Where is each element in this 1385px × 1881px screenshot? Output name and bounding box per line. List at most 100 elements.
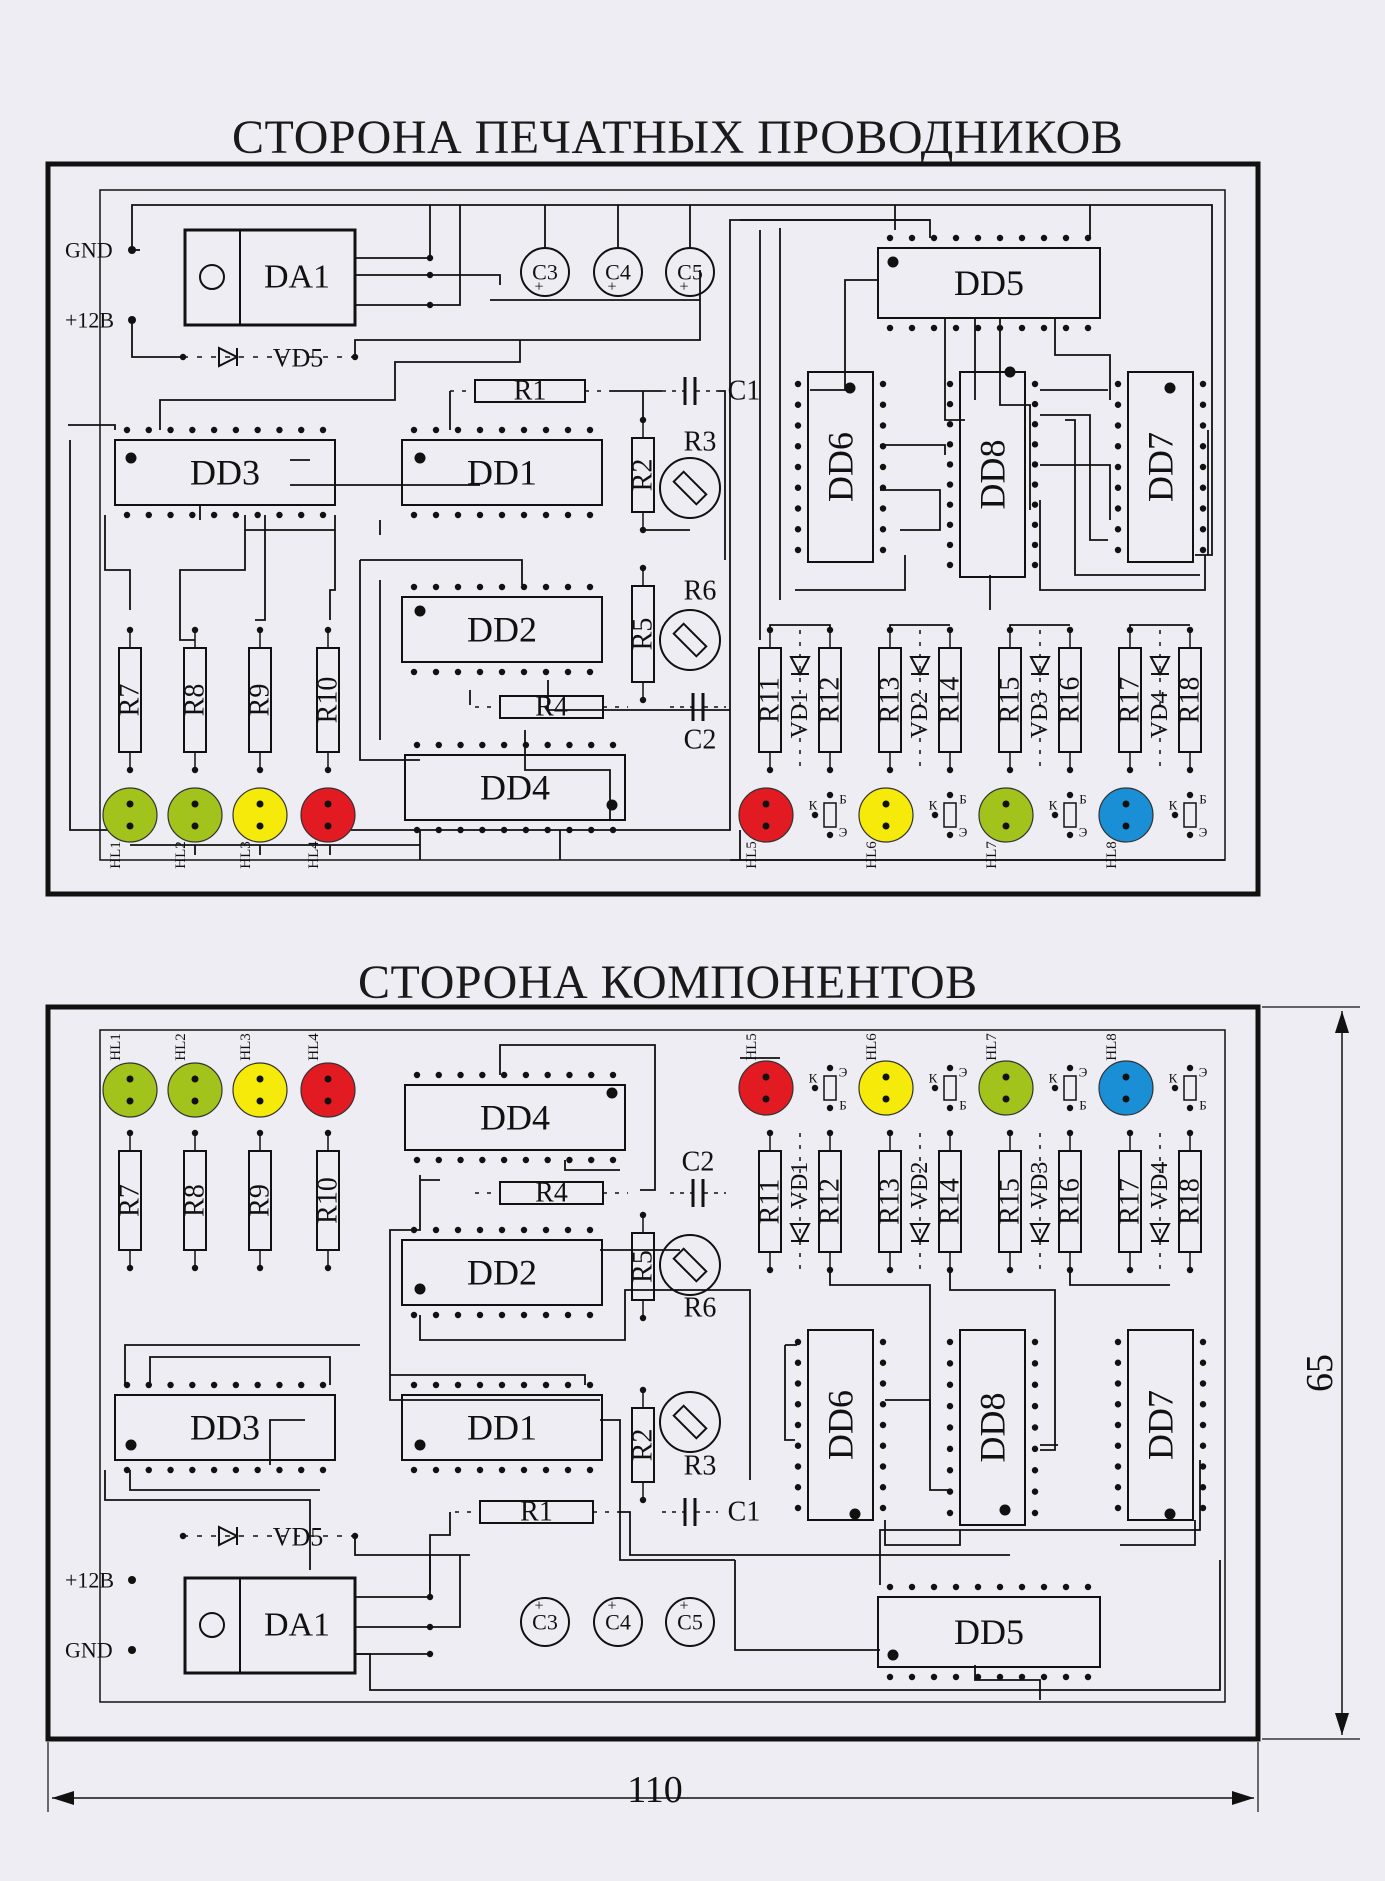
hl2-bottom: HL2 [167, 1033, 223, 1118]
r5-top: R5 [628, 564, 659, 704]
c5-top-plus: + [679, 279, 688, 296]
led-group-4-bottom-pin-k: К [1169, 1071, 1178, 1086]
hl1-top-label: HL1 [108, 841, 124, 869]
vd5-top-label: VD5 [273, 344, 324, 373]
c2-top: C2 [670, 693, 726, 756]
led-group-2-top-res-b: R14 [935, 626, 966, 774]
led-group-2-bottom-res-b: R14 [935, 1129, 966, 1274]
hl4-top-label: HL4 [306, 841, 322, 869]
led-group-3-top-res-a-label: R15 [995, 677, 1026, 724]
r3-bottom-label: R3 [684, 1451, 717, 1482]
led-group-1-bottom-res-a-label: R11 [755, 1179, 786, 1225]
led-group-2-top-res-b-label: R14 [935, 677, 966, 724]
led-group-4-top-led: HL8 [1098, 787, 1154, 869]
led-group-4-top-pin-b: Б [1199, 792, 1206, 807]
vd5-bottom-label: VD5 [273, 1523, 324, 1552]
r7-top-label: R7 [115, 684, 146, 717]
dd1-bottom-label: DD1 [467, 1408, 537, 1448]
led-group-1-bottom-pin-b: Б [839, 1098, 846, 1113]
top-view: GND+12В [65, 204, 1225, 861]
led-group-3-bottom-led-label: HL7 [984, 1033, 1000, 1061]
dd6-top: DD6 [794, 371, 887, 563]
led-group-1-top-res-b-label: R12 [815, 677, 846, 724]
c3-bottom-plus: + [534, 1598, 543, 1615]
dd5-top: DD5 [877, 234, 1101, 332]
r10-bottom: R10 [313, 1129, 344, 1272]
led-group-4-bottom-res-b-label: R18 [1175, 1178, 1206, 1225]
r5-bottom: R5 [628, 1211, 659, 1322]
led-group-2-top-res-a-label: R13 [875, 677, 906, 724]
led-group-4-top-res-b-label: R18 [1175, 677, 1206, 724]
led-group-2-top-vd-label: VD2 [907, 692, 933, 739]
led-group-3-top-led-label: HL7 [984, 841, 1000, 869]
led-group-2-bottom-res-a-label: R13 [875, 1178, 906, 1225]
arrowhead [1335, 1011, 1349, 1033]
led-group-3-top-pin-b: Б [1079, 792, 1086, 807]
led-group-3-top-pin-k: К [1049, 798, 1058, 813]
trace-frame-bottom [99, 1029, 1226, 1703]
r7-bottom: R7 [115, 1129, 146, 1272]
c5-top-label: C5 [677, 260, 703, 285]
c3-bottom: C3+ [520, 1597, 570, 1647]
led-group-2-bottom-led-label: HL6 [864, 1033, 880, 1061]
led-group-3-top-res-b: R16 [1055, 626, 1086, 774]
led-group-1-bottom-res-b: R12 [815, 1129, 846, 1274]
r1-bottom-label: R1 [520, 1497, 553, 1528]
hl2-top-label: HL2 [173, 841, 189, 869]
dd3-bottom-label: DD3 [190, 1408, 260, 1448]
led-group-4-bottom-pin-e: Э [1199, 1065, 1208, 1080]
led-group-2-top-led-label: HL6 [864, 841, 880, 869]
led-group-4-bottom-led-label: HL8 [1104, 1033, 1120, 1061]
da1-bottom: DA1 [183, 1576, 357, 1675]
r6-top: R6 [659, 576, 721, 671]
dd8-top: DD8 [946, 366, 1039, 578]
led-group-3-top-vd-label: VD3 [1027, 692, 1053, 739]
hl4-bottom-label: HL4 [306, 1033, 322, 1061]
vcc-label-top: +12В [65, 308, 114, 333]
da1-bottom-label: DA1 [264, 1607, 330, 1644]
r1-bottom: R1 [455, 1497, 618, 1528]
r2-bottom-label: R2 [628, 1429, 659, 1462]
c3-top-plus: + [534, 279, 543, 296]
dd7-top-label: DD7 [1141, 432, 1181, 502]
dd6-top-label: DD6 [821, 432, 861, 502]
title-component-side: СТОРОНА КОМПОНЕНТОВ [358, 956, 978, 1009]
r9-bottom-label: R9 [245, 1184, 276, 1217]
r3-top: R3 [659, 427, 721, 519]
arrowhead [1232, 1791, 1254, 1805]
led-group-2-bottom-pin-b: Б [959, 1098, 966, 1113]
led-group-1-top-pin-e: Э [839, 825, 848, 840]
dd2-top-label: DD2 [467, 610, 537, 650]
r7-bottom-label: R7 [115, 1184, 146, 1217]
vd5-bottom: VD5 [179, 1523, 359, 1552]
led-group-1-top-vd-label: VD1 [787, 692, 813, 739]
r10-top-label: R10 [313, 677, 344, 724]
r7-top: R7 [115, 626, 146, 774]
c4-bottom-plus: + [607, 1598, 616, 1615]
hl4-bottom: HL4 [300, 1033, 356, 1118]
c3-top: C3+ [520, 247, 570, 297]
dd8-bottom-label: DD8 [973, 1393, 1013, 1463]
c1-top: C1 [662, 376, 760, 407]
vd5-top: VD5 [179, 344, 359, 373]
r2-top: R2 [628, 416, 659, 534]
led-group-3-bottom-res-b-label: R16 [1055, 1178, 1086, 1225]
led-group-1-top-pin-b: Б [839, 792, 846, 807]
led-group-2-bottom-res-a: R13 [875, 1129, 906, 1274]
r10-top: R10 [313, 626, 344, 774]
c5-bottom-plus: + [679, 1598, 688, 1615]
r4-top: R4 [475, 692, 628, 723]
led-group-1-top-led-label: HL5 [744, 841, 760, 869]
r6-bottom-label: R6 [684, 1293, 717, 1324]
dd5-bottom-label: DD5 [954, 1612, 1024, 1652]
r5-bottom-label: R5 [628, 1250, 659, 1283]
r10-bottom-label: R10 [313, 1177, 344, 1224]
led-group-4-bottom-led: HL8 [1098, 1033, 1154, 1116]
